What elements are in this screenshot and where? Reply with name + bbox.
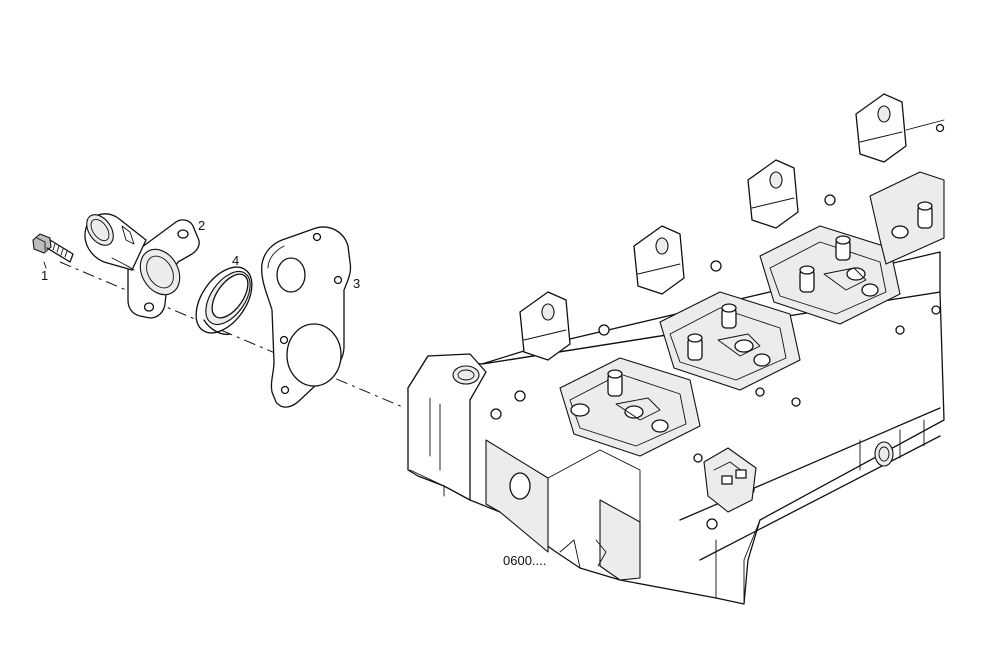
label-part-4: 4 — [232, 253, 239, 268]
label-part-2: 2 — [198, 218, 205, 233]
cylinder-bay-3 — [759, 225, 901, 325]
part-4-seal-ring[interactable] — [185, 257, 263, 343]
leader-part-1 — [43, 261, 47, 269]
label-part-3: 3 — [353, 276, 360, 291]
reference-code: 0600.... — [503, 553, 546, 568]
bearing-towers — [519, 93, 945, 361]
cylinder-bay-4 — [869, 171, 945, 265]
part-2-outlet-housing[interactable] — [81, 210, 200, 319]
part-3-gasket[interactable] — [261, 226, 352, 408]
cylinder-bay-2 — [659, 291, 801, 391]
label-part-1: 1 — [41, 268, 48, 283]
part-1-bolt[interactable] — [32, 233, 74, 263]
cylinder-bay-1 — [559, 357, 701, 457]
cylinder-head[interactable] — [407, 93, 945, 605]
